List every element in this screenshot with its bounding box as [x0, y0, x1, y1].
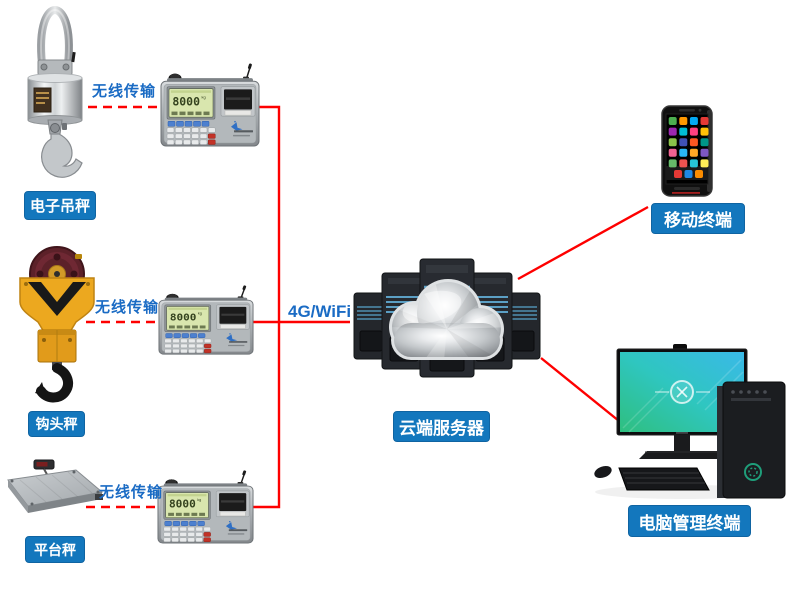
mobile-terminal-illustration [661, 105, 713, 197]
hook-scale-label: 钩头秤 [28, 411, 85, 437]
mouse-icon [594, 465, 612, 479]
hook-scale-illustration [19, 246, 95, 403]
tower-case [717, 381, 786, 499]
hook-icon [41, 133, 83, 178]
hook-icon [35, 363, 73, 403]
cloud-server-illustration [353, 258, 541, 378]
dock-icon-row [674, 170, 703, 178]
cloud-to-computer-line [540, 357, 620, 422]
mobile-terminal-label: 移动终端 [651, 203, 745, 234]
platform-scale-illustration [7, 459, 104, 513]
indicator-2-illustration [158, 285, 254, 355]
wireless-transmission-label-3: 无线传输 [99, 484, 164, 501]
keyboard-icon [618, 467, 710, 491]
tower-logo-icon [744, 463, 762, 481]
cloud-icon [389, 279, 504, 360]
shackle-icon [37, 5, 73, 68]
sheave-wheel [29, 246, 85, 302]
indicator-1-illustration [160, 63, 260, 147]
wireless-transmission-label-2: 无线传输 [95, 299, 160, 316]
crane-scale-illustration [27, 5, 83, 178]
platform-scale-label: 平台秤 [25, 536, 85, 563]
cloud-server-label: 云端服务器 [393, 411, 490, 442]
indicator-bus-line [250, 105, 281, 509]
indicator-3-illustration [157, 470, 254, 544]
computer-terminal-label: 电脑管理终端 [628, 505, 751, 537]
app-icon-grid [668, 117, 709, 168]
screen-emblem-icon [655, 380, 710, 404]
computer-terminal-illustration [594, 344, 786, 499]
uplink-4g-wifi-label: 4G/WiFi [288, 302, 352, 321]
wireless-transmission-label-1: 无线传输 [92, 83, 157, 100]
cloud-to-mobile-line [517, 205, 649, 281]
platform-indicator-head [33, 459, 55, 479]
crane-scale-label: 电子吊秤 [24, 191, 96, 220]
